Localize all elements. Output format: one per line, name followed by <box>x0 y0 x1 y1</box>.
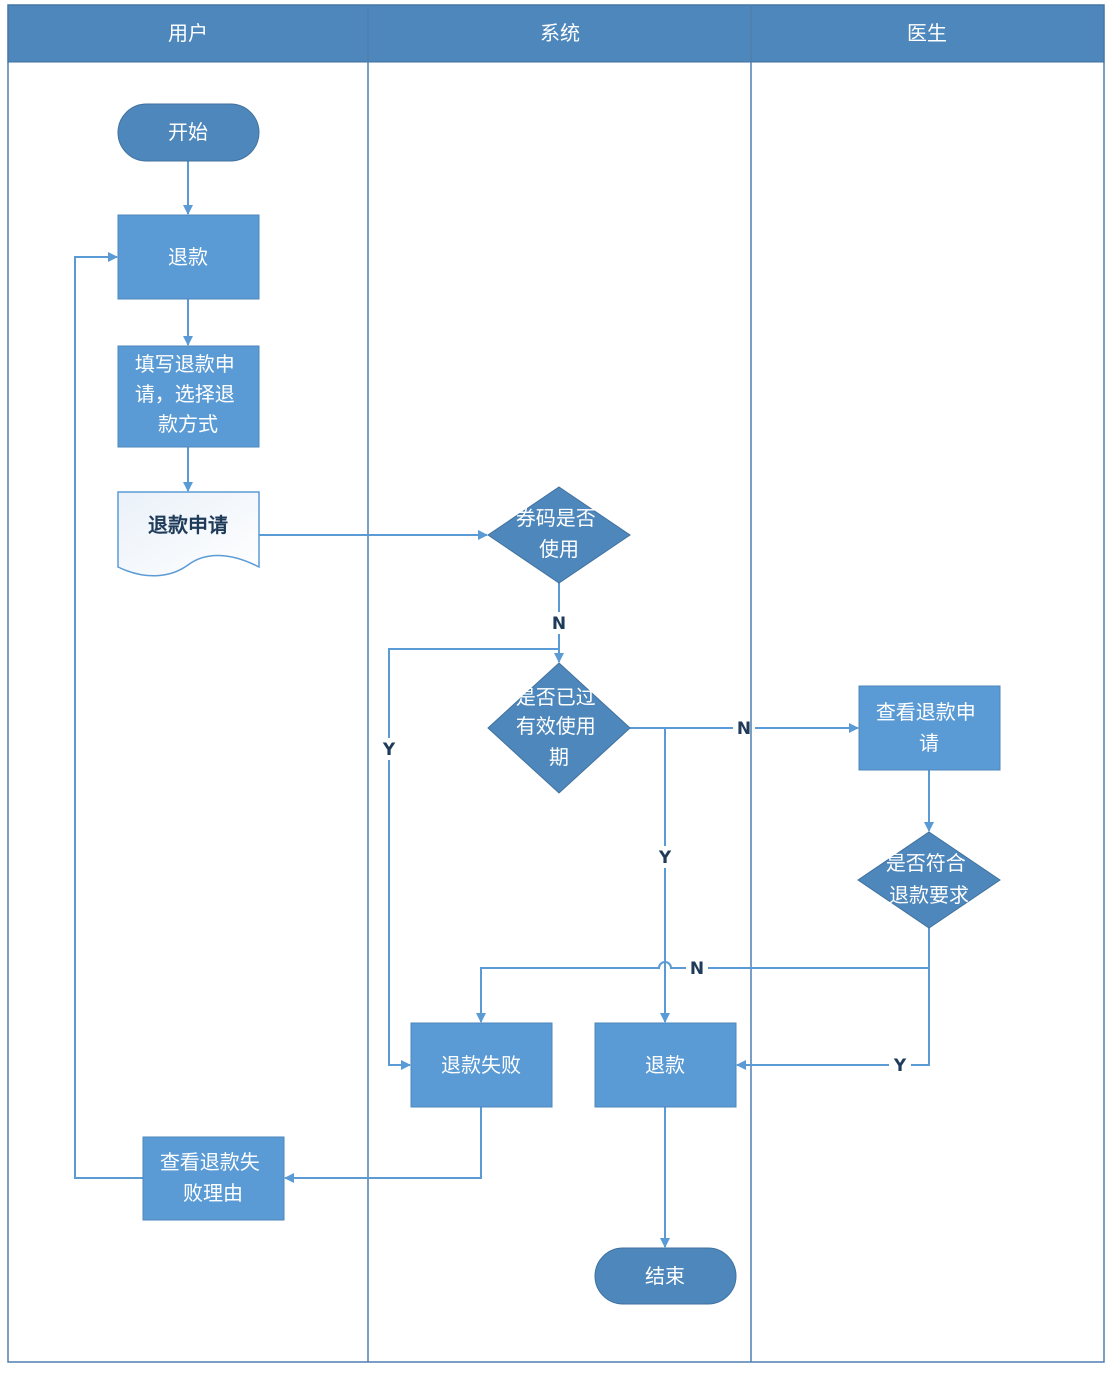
svg-text:退款: 退款 <box>645 1053 685 1077</box>
edge-label-y: Y <box>382 740 396 760</box>
svg-text:查看退款失 败理由: 查看退款失 败理由 <box>160 1150 266 1205</box>
edge-label-y: Y <box>893 1056 907 1076</box>
end-terminal: 结束 <box>594 1247 737 1305</box>
edge-requirements-refund <box>737 968 930 1065</box>
edge-reason-refund <box>74 252 143 1179</box>
svg-text:退款申请: 退款申请 <box>148 513 228 537</box>
refund-process: 退款 <box>117 214 260 300</box>
svg-text:填写退款申 请，选择退 款方式: 填写退款申 请，选择退 款方式 <box>135 352 241 436</box>
edge-label-n: N <box>737 719 751 739</box>
svg-text:退款失败: 退款失败 <box>441 1053 521 1077</box>
svg-text:券码是否 使用: 券码是否 使用 <box>516 506 602 561</box>
view-fail-reason-process: 查看退款失 败理由 <box>142 1136 285 1221</box>
coupon-used-decision: 券码是否 使用 <box>487 486 631 584</box>
refund-failed-process: 退款失败 <box>410 1022 553 1108</box>
edge-label-y: Y <box>658 848 672 868</box>
edges <box>74 161 934 1248</box>
meets-requirements-decision: 是否符合 退款要求 <box>857 831 1001 929</box>
fill-form-process: 填写退款申 请，选择退 款方式 <box>117 345 260 448</box>
svg-text:开始: 开始 <box>168 120 208 144</box>
refund-application-document: 退款申请 <box>117 491 260 577</box>
svg-text:是否符合 退款要求: 是否符合 退款要求 <box>886 851 972 907</box>
lane-system-title: 系统 <box>540 21 580 45</box>
edge-label-n: N <box>690 959 704 979</box>
expired-decision: 是否已过 有效使用 期 <box>487 662 631 794</box>
start-terminal: 开始 <box>117 103 260 162</box>
view-application-process: 查看退款申 请 <box>858 685 1001 771</box>
svg-text:退款: 退款 <box>168 245 208 269</box>
edge-expired-failed <box>388 648 559 1065</box>
svg-text:查看退款申 请: 查看退款申 请 <box>876 700 982 755</box>
svg-text:是否已过 有效使用 期: 是否已过 有效使用 期 <box>516 685 602 769</box>
refund-system-process: 退款 <box>594 1022 737 1108</box>
svg-text:结束: 结束 <box>645 1264 685 1288</box>
lane-user-title: 用户 <box>168 21 208 45</box>
lane-doctor-title: 医生 <box>907 21 947 45</box>
edge-failed-reason <box>284 1107 482 1183</box>
edge-label-n: N <box>552 614 566 634</box>
lane-header-bar <box>7 4 1105 63</box>
